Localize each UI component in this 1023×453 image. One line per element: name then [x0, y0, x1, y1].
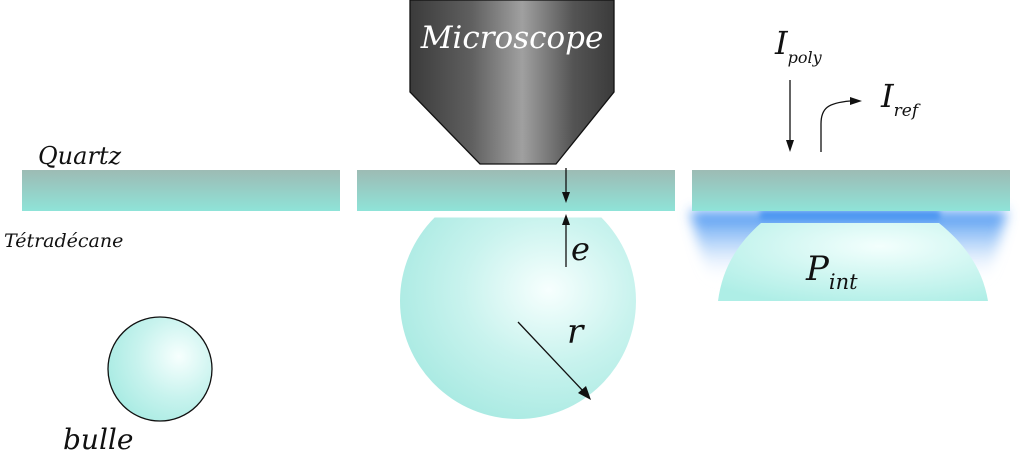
radius-label: r	[567, 312, 585, 352]
tetradecane-label: Tétradécane	[4, 230, 123, 252]
reflected-arrow	[820, 97, 862, 152]
large-bubble	[400, 217, 636, 419]
quartz-plate-middle	[357, 170, 675, 211]
small-bubble	[107, 316, 213, 422]
radius-arrow	[517, 321, 591, 400]
bubble-label: bulle	[63, 423, 133, 453]
quartz-plate-left	[22, 170, 340, 211]
interface-glow-core	[760, 210, 940, 220]
reflected-intensity-label: Iref	[880, 77, 921, 121]
incident-arrow	[786, 80, 794, 152]
bubble-cap	[718, 223, 988, 301]
middle-panel: Microscope e r	[357, 0, 675, 419]
microscope-objective	[409, 0, 615, 165]
left-panel: Quartz Tétradécane bulle	[4, 142, 340, 453]
quartz-label: Quartz	[38, 142, 122, 170]
right-panel: Pint Ipoly Iref	[690, 24, 1010, 301]
thickness-arrows	[562, 168, 570, 267]
pressure-label: Pint	[805, 249, 858, 294]
microscope-label: Microscope	[420, 20, 604, 56]
quartz-plate-right	[692, 170, 1010, 211]
incident-intensity-label: Ipoly	[774, 24, 823, 67]
thickness-label: e	[571, 230, 590, 268]
